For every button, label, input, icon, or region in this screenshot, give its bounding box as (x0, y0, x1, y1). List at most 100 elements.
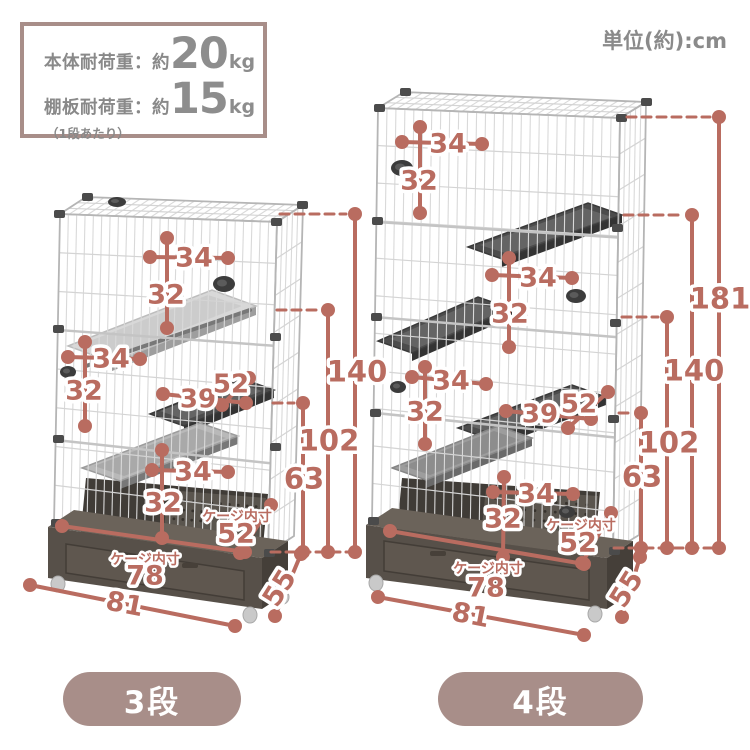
dimension-dot (634, 541, 648, 555)
dimension-label: 39 (522, 399, 558, 429)
dimension-dot (221, 251, 235, 265)
dimension-dot (348, 207, 362, 221)
dimension-label: 81 (449, 597, 492, 635)
dimension-line (388, 529, 586, 566)
dimension-dot (660, 310, 674, 324)
variant-label-3tier: 3段 (123, 684, 181, 721)
dimension-dot (496, 550, 510, 564)
dimension-label: 32 (65, 376, 103, 407)
dimension-label: 52 (561, 389, 597, 419)
dimension-dot (485, 268, 499, 282)
dimension-label: 32 (147, 280, 185, 311)
door-latch-knobs (390, 160, 586, 518)
dimension-line (28, 583, 237, 628)
dimension-dot (577, 557, 591, 571)
dimension-dot (215, 398, 229, 412)
dimension-line (566, 390, 610, 430)
dimension-dot (264, 498, 278, 512)
dimension-label: 52 (217, 519, 255, 550)
dimension-line (60, 524, 247, 554)
dimension-dot (660, 541, 674, 555)
dimension-line (273, 552, 303, 618)
dimension-dot (155, 443, 169, 457)
dimension-line (376, 595, 586, 637)
dimension-dot (479, 377, 493, 391)
dimension-dot (321, 545, 335, 559)
dimension-dot (413, 120, 427, 134)
dimension-dot (143, 250, 157, 264)
dimension-dot (228, 619, 242, 633)
wire-grid-front (371, 107, 621, 553)
dimension-dot (584, 412, 598, 426)
dimension-line (620, 555, 642, 619)
dimension-dot (348, 545, 362, 559)
dimension-dot (418, 360, 432, 374)
dimension-dot (242, 371, 256, 385)
dimension-dot (145, 463, 159, 477)
frame-connectors (368, 88, 652, 555)
dimension-label: 63 (622, 459, 662, 493)
dimension-dot (499, 404, 513, 418)
dimension-label: 34 (519, 263, 557, 294)
dimension-dot (383, 524, 397, 538)
dimension-dot (486, 485, 500, 499)
dimension-label: ケージ内寸 (110, 551, 180, 568)
dimension-dot (238, 545, 252, 559)
variant-pill-4tier: 4段 (438, 672, 643, 726)
dimension-dot (160, 321, 174, 335)
dimension-dot (133, 352, 147, 366)
dimension-label: 34 (432, 366, 470, 397)
dimension-line (161, 392, 248, 405)
dimension-label: 52 (559, 528, 597, 559)
dimension-dot (565, 271, 579, 285)
dimension-dot (78, 419, 92, 433)
dimension-label: 78 (126, 561, 164, 592)
unit-note: 単位(約):cm (602, 29, 727, 53)
foot (587, 605, 603, 623)
dimension-label: 102 (639, 425, 700, 459)
shelf-load-unit: kg (228, 96, 256, 119)
dimension-line (491, 490, 575, 496)
dimension-dot (634, 406, 648, 420)
base-3tier (48, 510, 290, 624)
cage-4tier-illustration (366, 88, 652, 623)
dimension-dot (160, 231, 174, 245)
dimension-dot (239, 396, 253, 410)
dimension-dot (475, 137, 489, 151)
dimension-dot (502, 251, 516, 265)
dimension-dot (296, 545, 310, 559)
dimension-dot (321, 303, 335, 317)
dimension-dot (413, 206, 427, 220)
dimension-dot (712, 110, 726, 124)
door-latch-knobs (60, 197, 235, 378)
dimension-label: 32 (400, 166, 438, 197)
dimension-line (580, 511, 613, 565)
dimension-dot (615, 610, 629, 624)
dimension-dot (78, 335, 92, 349)
dimension-dot (601, 385, 615, 399)
dimension-label: 32 (144, 488, 182, 519)
dimension-label: ケージ内寸 (546, 517, 616, 534)
dimension-label: 32 (484, 504, 522, 535)
dimension-label: 34 (429, 129, 467, 160)
dimension-label: ケージ内寸 (202, 508, 272, 525)
drawer-front (65, 543, 245, 601)
dimension-label: 34 (517, 479, 555, 510)
dimension-dot (566, 487, 580, 501)
dimension-label: 34 (92, 344, 130, 375)
body-load-label: 本体耐荷重：約 (44, 53, 170, 73)
dimension-label: 32 (406, 397, 444, 428)
dimension-dot (604, 506, 618, 520)
variant-label-4tier: 4段 (512, 684, 569, 721)
dimension-line (400, 140, 484, 146)
dimension-label: 63 (284, 461, 324, 495)
dimension-label: 81 (103, 586, 146, 624)
dimension-line (148, 255, 230, 260)
dimension-line (66, 355, 142, 361)
dimension-dot (156, 387, 170, 401)
